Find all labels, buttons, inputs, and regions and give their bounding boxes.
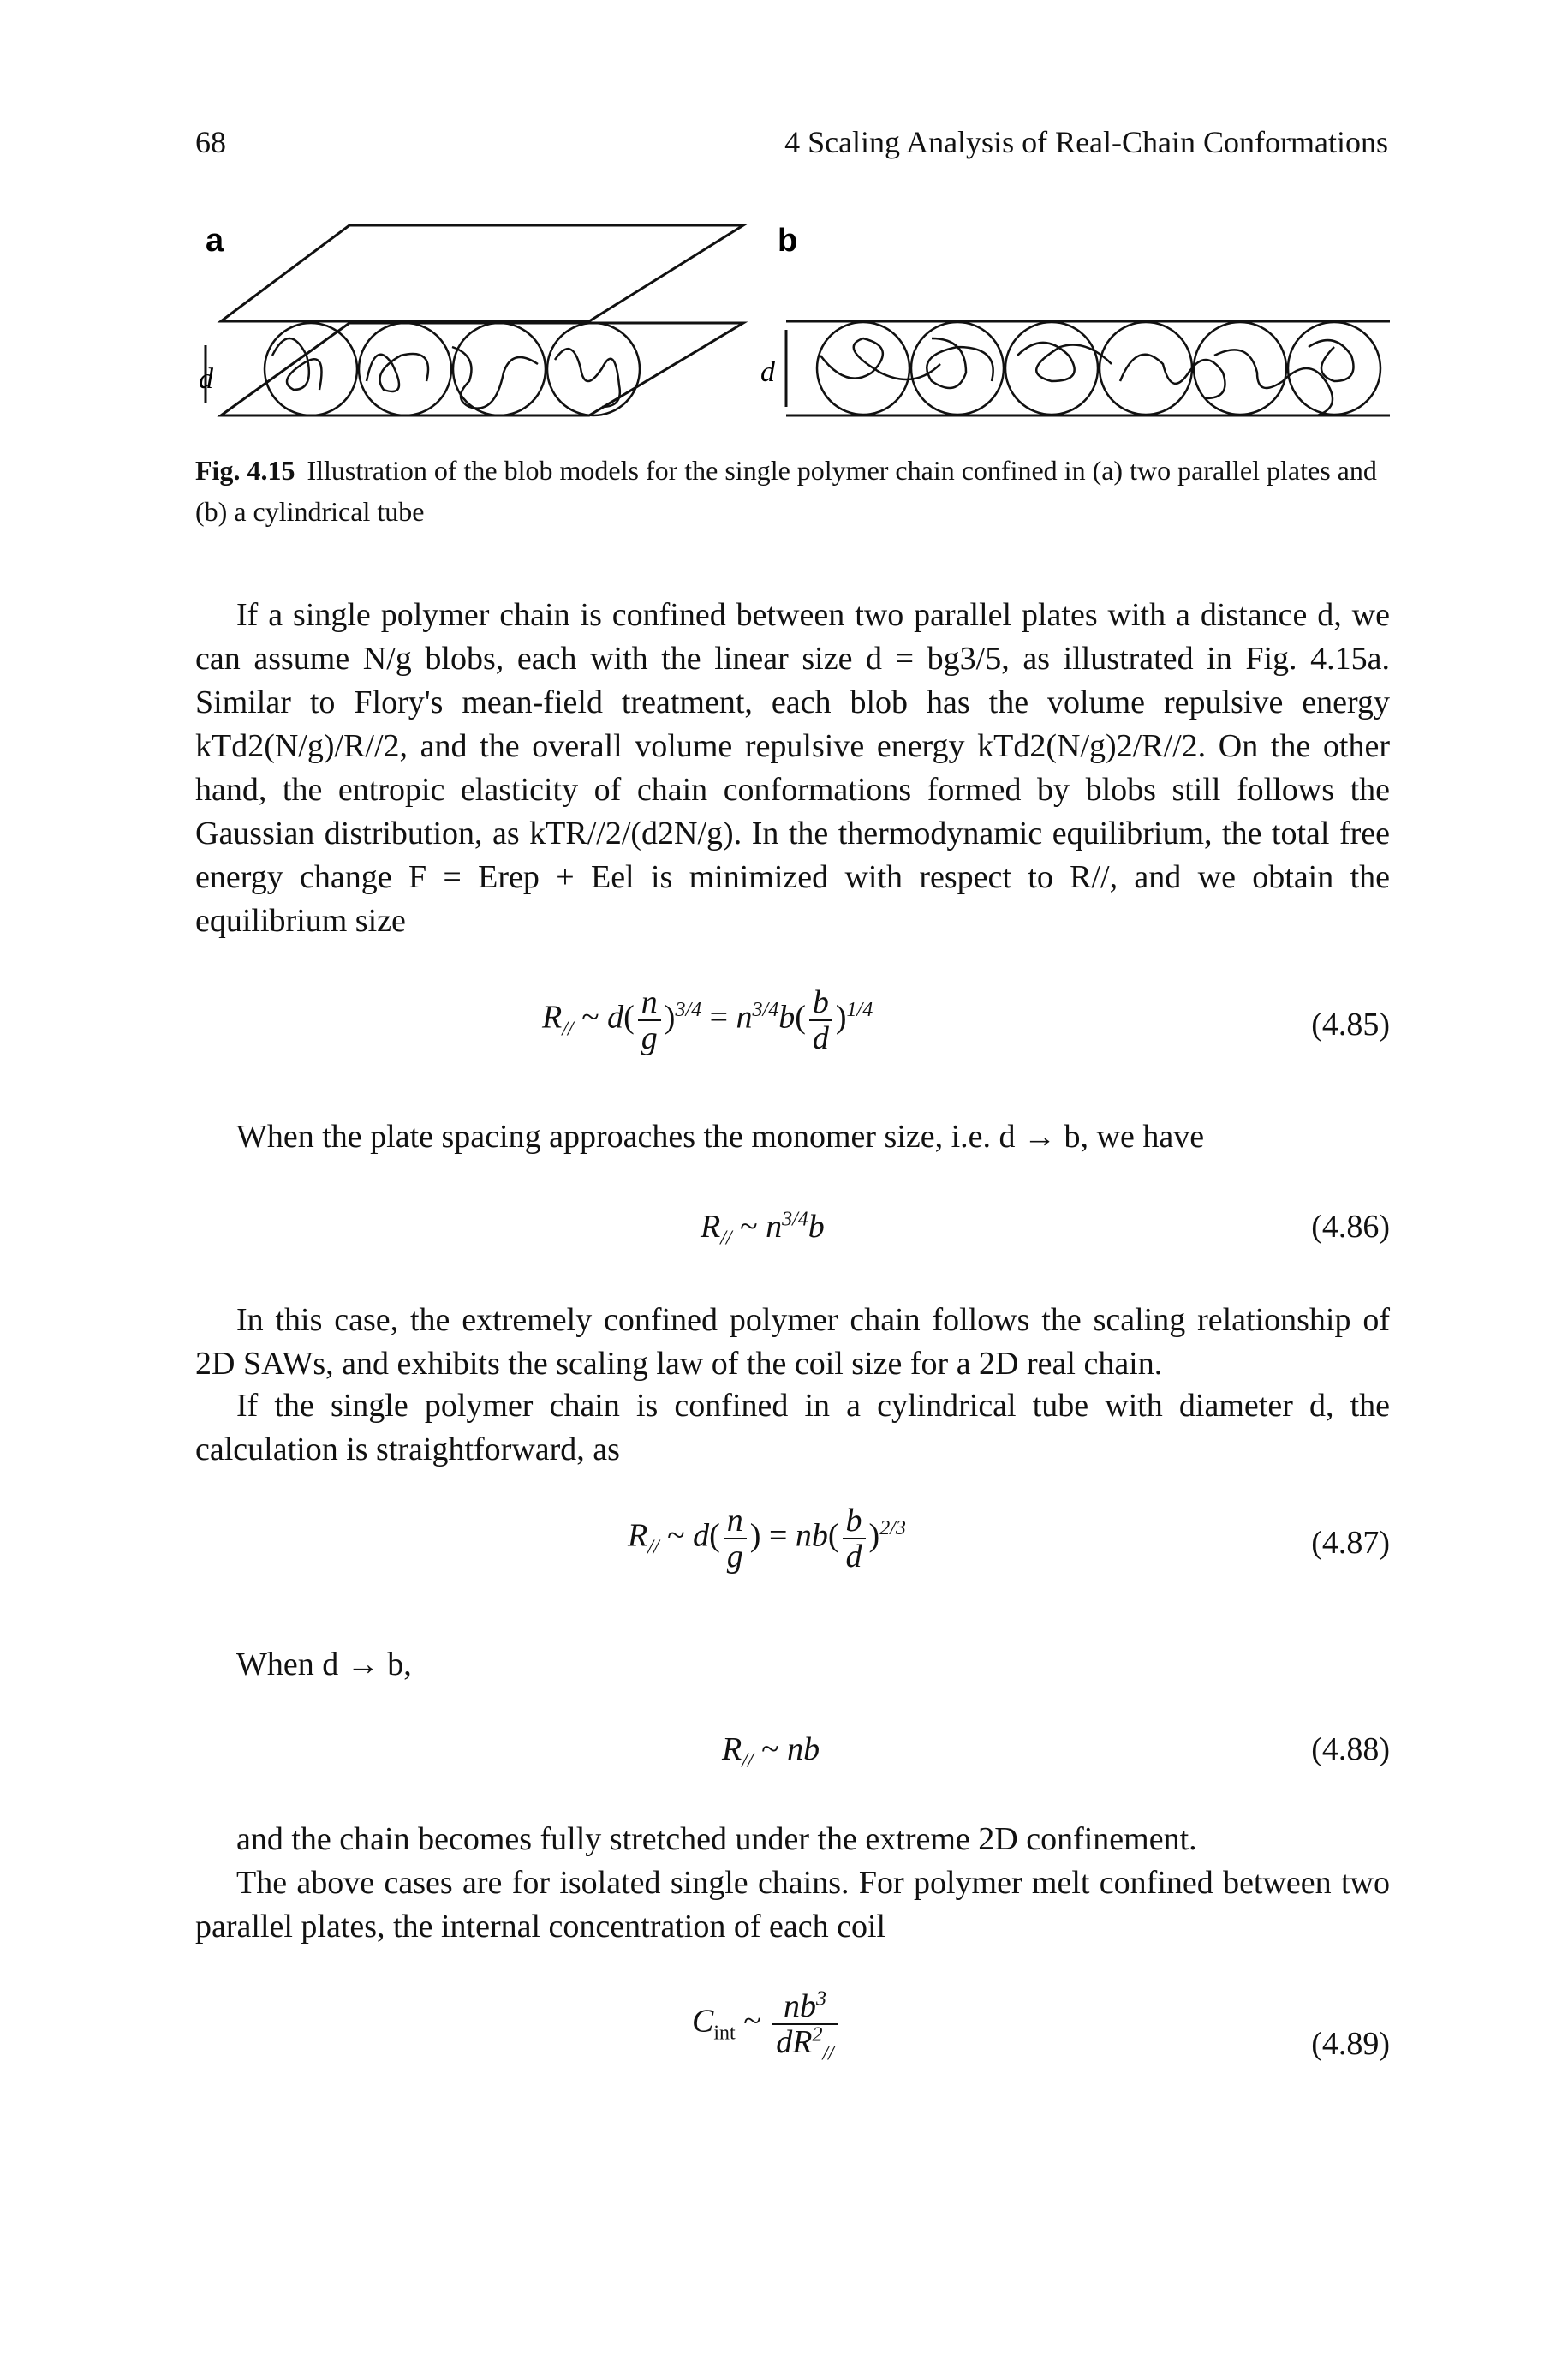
paragraph-3: In this case, the extremely confined pol… [195, 1302, 1390, 1382]
paragraph-6: and the chain becomes fully stretched un… [236, 1821, 1197, 1857]
figure-4-15: a d b d [195, 210, 1394, 433]
paragraph-4: If the single polymer chain is confined … [195, 1388, 1390, 1467]
parallel-plates [204, 224, 748, 417]
equation-number: (4.86) [1311, 1209, 1390, 1245]
equation-4-88-body: R// ~ nb [722, 1731, 820, 1772]
panel-b-label: b [778, 223, 797, 259]
equation-number: (4.89) [1311, 2026, 1390, 2062]
paragraph-5: When d → b, [236, 1646, 412, 1682]
paragraph-1: If a single polymer chain is confined be… [195, 597, 1390, 939]
panel-a-label: a [206, 223, 224, 259]
blob-model-illustration: a d b d [199, 223, 1390, 417]
equation-4-88: R// ~ nb (4.88) [195, 1730, 1390, 1833]
tube-diameter-label-b: d [760, 356, 776, 388]
paragraph-7: The above cases are for isolated single … [195, 1865, 1390, 1945]
page-header: 68 4 Scaling Analysis of Real-Chain Conf… [195, 124, 1388, 167]
running-title: 4 Scaling Analysis of Real-Chain Conform… [784, 125, 1388, 159]
cylindrical-tube [784, 320, 1390, 417]
page-number: 68 [195, 125, 226, 159]
equation-number: (4.88) [1311, 1731, 1390, 1767]
caption-label: Fig. 4.15 [195, 455, 295, 486]
equation-number: (4.87) [1311, 1525, 1390, 1561]
blob-chain-b [815, 320, 1382, 417]
caption-text: Illustration of the blob models for the … [195, 455, 1377, 527]
equation-number: (4.85) [1311, 1007, 1390, 1043]
equation-4-86-body: R// ~ n3/4b [701, 1208, 825, 1250]
plate-spacing-label-a: d [199, 363, 214, 395]
blob-chain-a [263, 321, 641, 417]
paragraph-2: When the plate spacing approaches the mo… [236, 1119, 1205, 1155]
equation-4-86: R// ~ n3/4b (4.86) [195, 1208, 1390, 1311]
